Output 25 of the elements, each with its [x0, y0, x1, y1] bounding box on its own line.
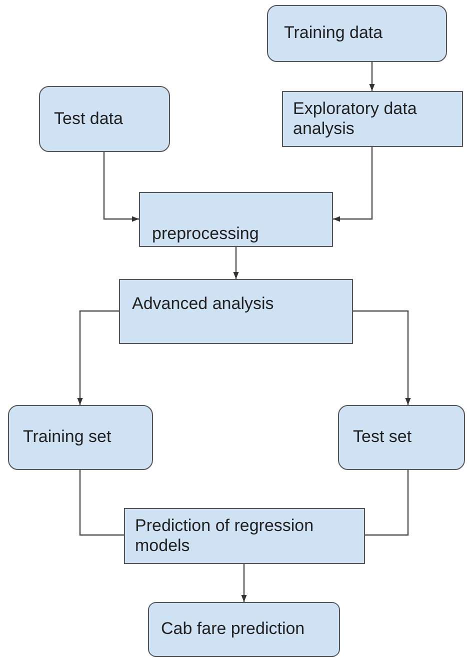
node-label: Test data: [54, 108, 124, 130]
connector-arrow: [103, 152, 139, 222]
connector-arrow: [241, 564, 247, 602]
rounded-process-box: [338, 405, 465, 470]
node-label: Prediction of regression models: [135, 516, 315, 556]
process-box: [139, 192, 333, 247]
rounded-process-box: [267, 5, 447, 62]
connector-arrow: [353, 310, 411, 405]
process-box: [124, 508, 365, 564]
rounded-process-box: [39, 86, 170, 152]
connector-arrow: [233, 247, 239, 279]
node-label: Test set: [353, 427, 413, 448]
connector-arrow: [77, 310, 119, 405]
connector-arrow: [333, 147, 373, 222]
node-label: Cab fare prediction: [161, 619, 306, 640]
node-label: Exploratory data analysis: [293, 98, 418, 140]
node-label: Training data: [284, 23, 384, 44]
rounded-process-box: [8, 405, 153, 470]
connector-arrow: [369, 62, 375, 91]
node-label: Advanced analysis: [132, 294, 275, 314]
node-label: preprocessing: [152, 224, 260, 244]
rounded-process-box: [148, 602, 340, 657]
process-box: [282, 91, 463, 147]
process-box: [119, 279, 353, 344]
node-label: Training set: [23, 427, 112, 448]
